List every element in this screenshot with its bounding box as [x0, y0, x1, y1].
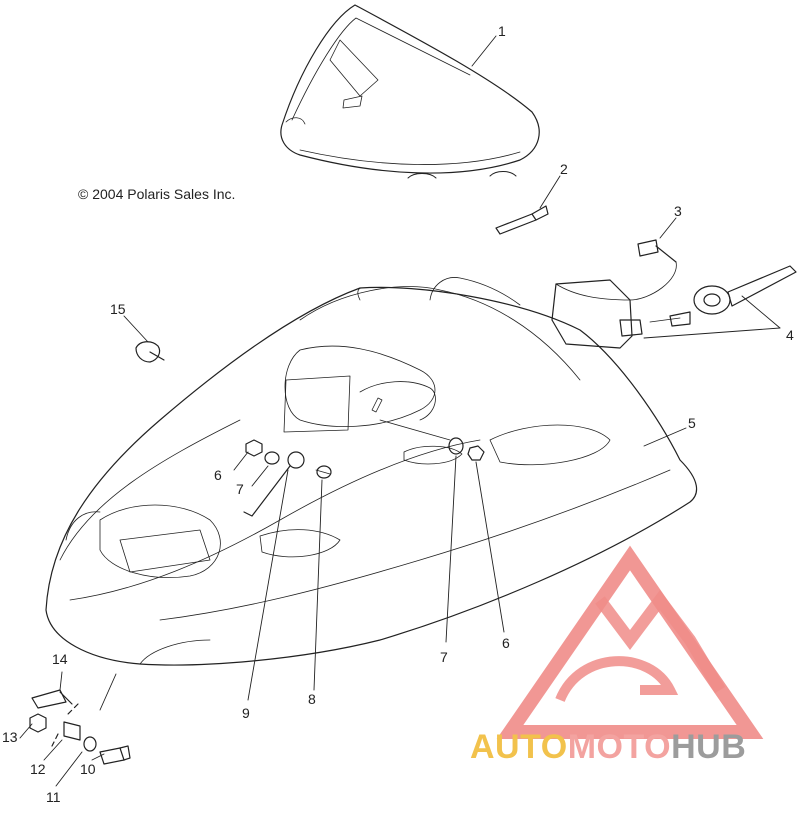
- copyright-text: © 2004 Polaris Sales Inc.: [78, 186, 236, 202]
- callout-4: 4: [786, 327, 794, 343]
- callout-11: 11: [46, 789, 61, 805]
- callout-9: 9: [242, 705, 250, 721]
- leader-lines: [19, 35, 781, 787]
- hood-part: [45, 277, 698, 666]
- callout-7-left: 7: [236, 481, 244, 497]
- callout-8: 8: [308, 691, 316, 707]
- wordmark-hub: HUB: [671, 728, 747, 766]
- wordmark-auto: AUTO: [470, 728, 568, 766]
- callout-15: 15: [110, 301, 126, 317]
- callout-3: 3: [674, 203, 682, 219]
- callout-6-right: 6: [502, 635, 510, 651]
- callout-7-right: 7: [440, 649, 448, 665]
- windshield-part: [280, 4, 540, 179]
- screw-part: [637, 239, 677, 263]
- bottom-hardware: [29, 689, 131, 765]
- pin-part: [495, 205, 549, 235]
- small-hardware: [243, 397, 485, 517]
- callout-12: 12: [30, 761, 46, 777]
- callout-10: 10: [80, 761, 96, 777]
- headlight-part: [551, 261, 797, 349]
- callout-13: 13: [2, 729, 18, 745]
- automotohub-logo-mark: [496, 545, 764, 739]
- callout-1: 1: [498, 23, 506, 39]
- automotohub-wordmark: AUTOMOTOHUB: [470, 730, 746, 764]
- wordmark-moto: MOTO: [567, 728, 672, 766]
- callout-5: 5: [688, 415, 696, 431]
- callout-14: 14: [52, 651, 68, 667]
- callout-6-left: 6: [214, 467, 222, 483]
- callout-2: 2: [560, 161, 568, 177]
- clip-part: [135, 341, 165, 363]
